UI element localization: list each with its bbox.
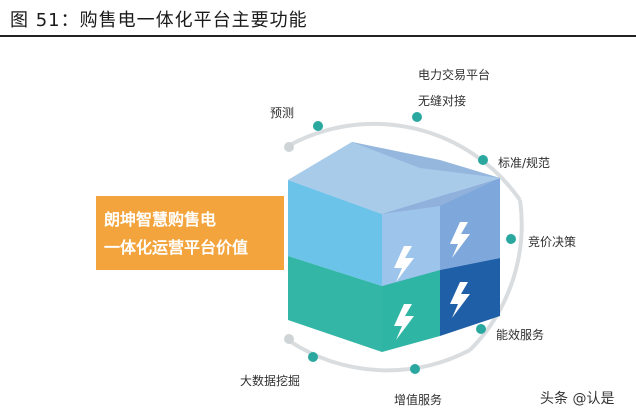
figure-title: 图 51：购售电一体化平台主要功能 — [10, 10, 308, 31]
label-big-data: 大数据挖掘 — [240, 374, 301, 388]
dot-forecast — [313, 121, 323, 131]
dot-seamless — [412, 112, 422, 122]
label-seamless: 无缝对接 — [418, 94, 467, 108]
value-box — [96, 196, 284, 270]
label-standards: 标准/规范 — [498, 156, 551, 170]
dot-bottom-grey — [284, 334, 294, 344]
dot-top-grey — [284, 142, 294, 152]
watermark: 头条 @认是 — [540, 391, 615, 407]
lightning-bolt-icon — [394, 222, 470, 340]
value-text: 朗坤智慧购售电 一体化运营平台价值 — [104, 206, 280, 262]
label-value-added: 增值服务 — [394, 393, 443, 407]
label-forecast: 预测 — [270, 106, 295, 120]
label-energy-service: 能效服务 — [496, 328, 545, 342]
dot-valueadded — [410, 364, 420, 374]
title-rule — [0, 35, 636, 37]
dot-bigdata — [308, 352, 318, 362]
dot-energy — [476, 324, 486, 334]
value-line-2: 一体化运营平台价值 — [104, 238, 249, 257]
label-bidding: 竞价决策 — [528, 235, 577, 249]
dot-bidding — [506, 234, 516, 244]
value-line-1: 朗坤智慧购售电 — [104, 210, 217, 229]
dot-standards — [478, 155, 488, 165]
label-power-trading: 电力交易平台 — [418, 68, 491, 82]
